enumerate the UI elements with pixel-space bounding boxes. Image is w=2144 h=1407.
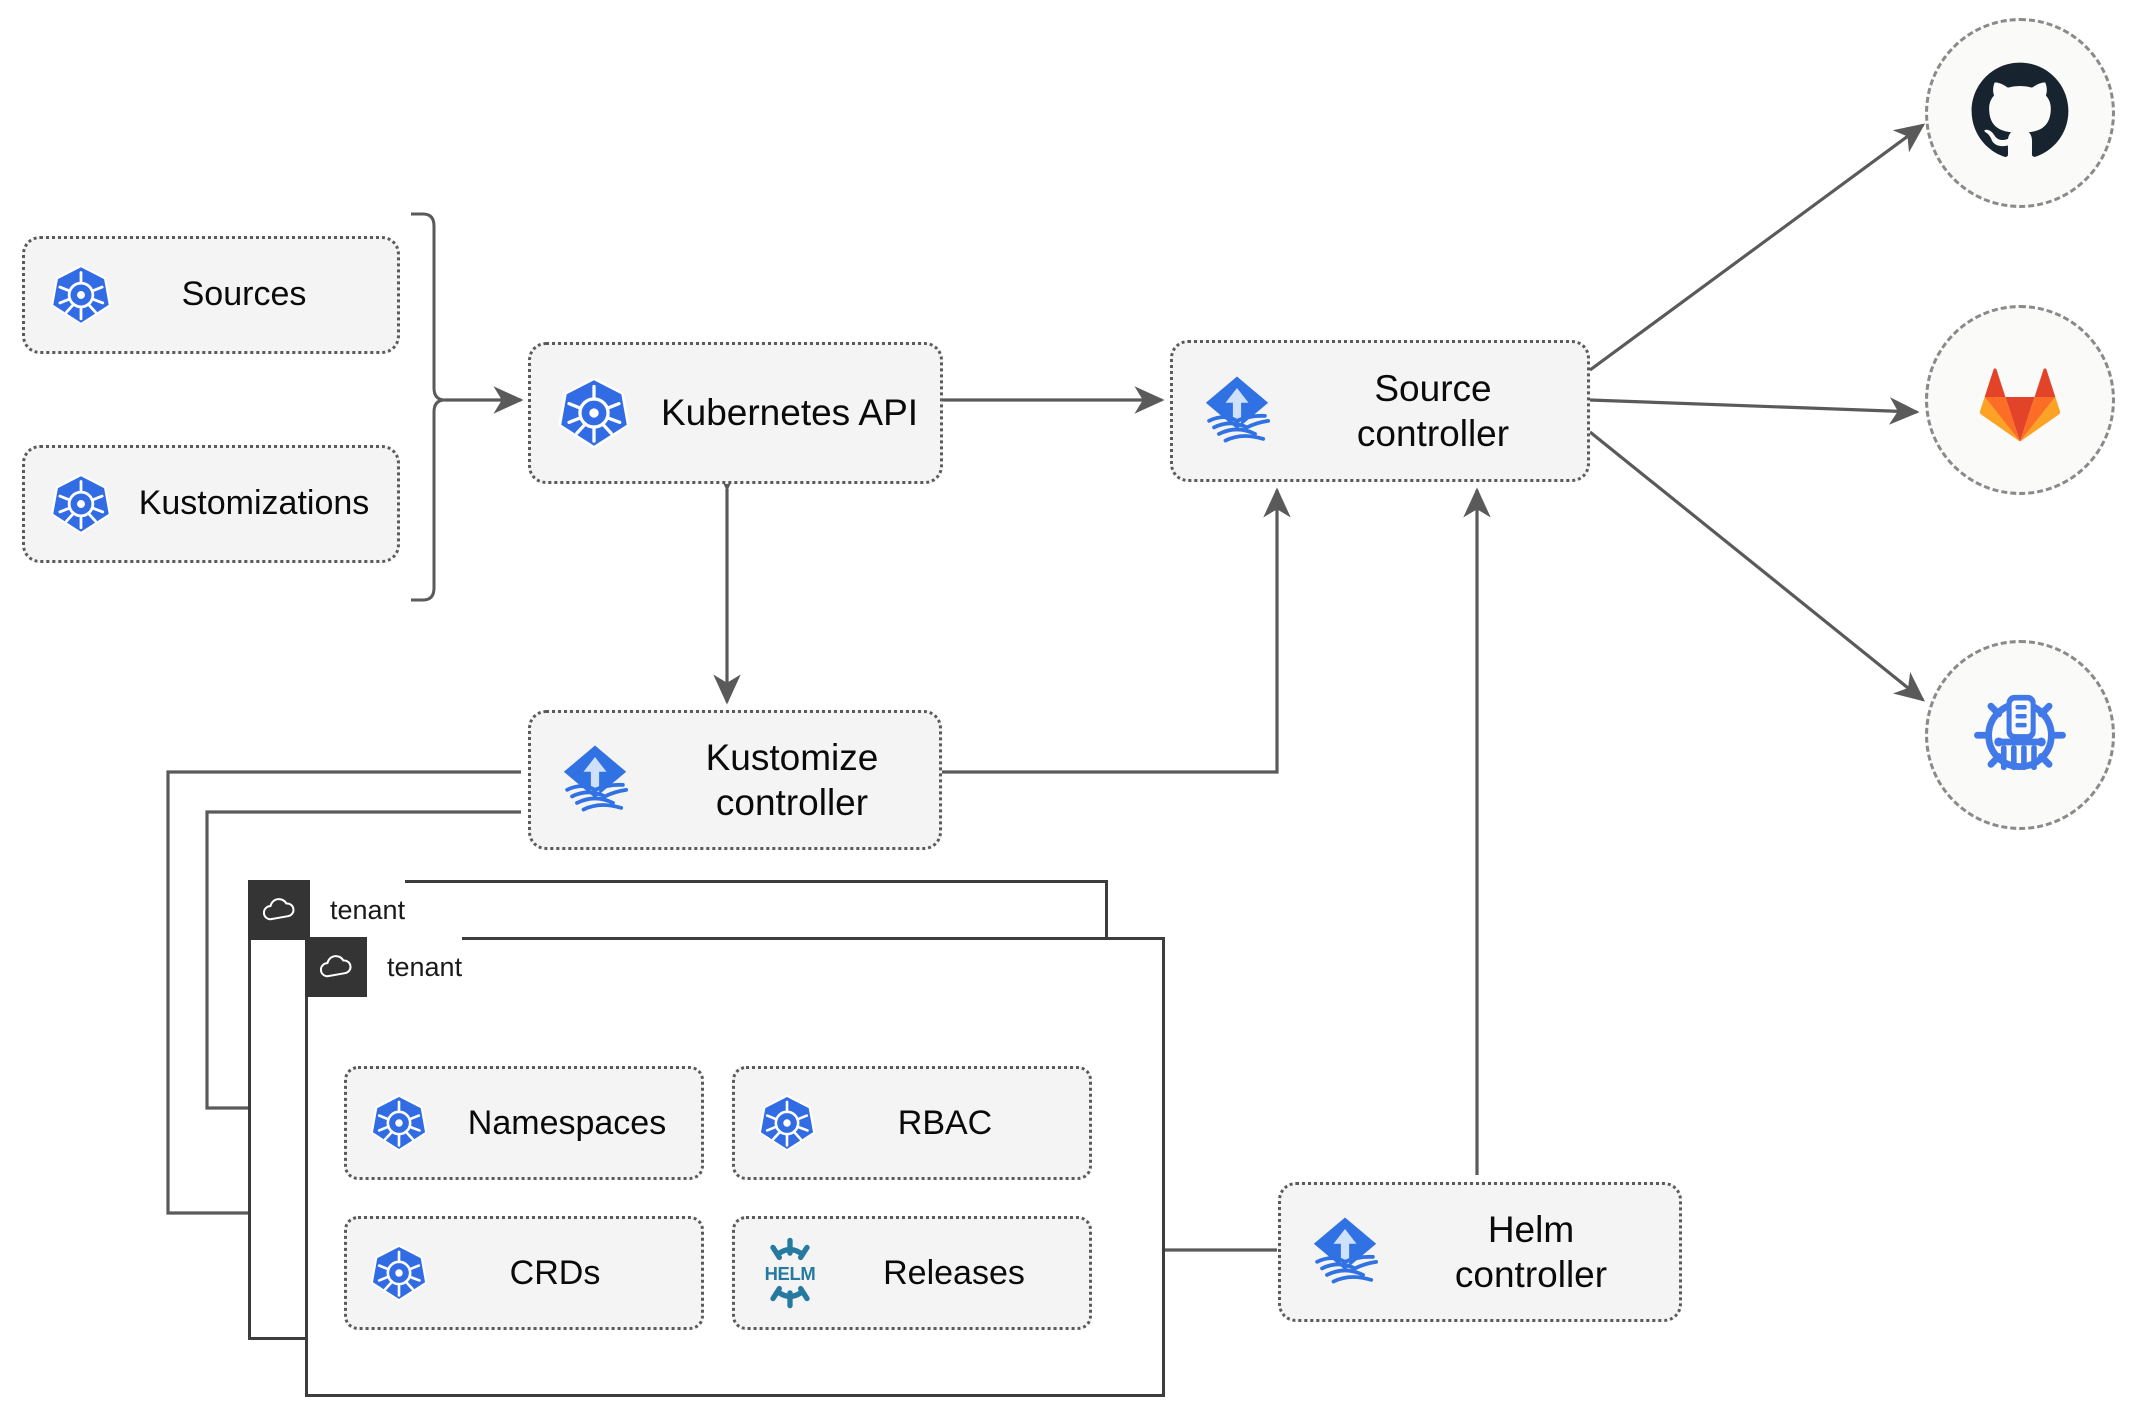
node-releases[interactable]: HELM Releases bbox=[732, 1216, 1092, 1330]
kubernetes-icon bbox=[531, 374, 657, 452]
node-sources-label: Sources bbox=[181, 275, 307, 314]
node-sources[interactable]: Sources bbox=[22, 236, 400, 354]
edge-source-to-registry bbox=[1588, 430, 1925, 702]
provider-github[interactable] bbox=[1925, 18, 2115, 208]
kubernetes-icon bbox=[25, 262, 137, 328]
flux-icon bbox=[1281, 1211, 1409, 1293]
node-kustomizations[interactable]: Kustomizations bbox=[22, 445, 400, 563]
tenant-window-front[interactable]: tenant bbox=[305, 937, 1165, 1397]
kubernetes-icon bbox=[25, 471, 137, 537]
node-namespaces[interactable]: Namespaces bbox=[344, 1066, 704, 1180]
edge-source-to-gitlab bbox=[1589, 397, 1920, 425]
kubernetes-icon bbox=[347, 1092, 451, 1154]
edge-source-to-github bbox=[1589, 123, 1926, 372]
kubernetes-icon bbox=[735, 1092, 839, 1154]
node-kustomize-controller-label: Kustomize controller bbox=[705, 736, 879, 823]
kubernetes-icon bbox=[347, 1242, 451, 1304]
node-helm-controller[interactable]: Helm controller bbox=[1278, 1182, 1682, 1322]
inputs-bracket bbox=[411, 212, 446, 602]
tenant-front-label: tenant bbox=[387, 951, 463, 982]
node-kustomize-controller[interactable]: Kustomize controller bbox=[528, 710, 942, 850]
node-crds[interactable]: CRDs bbox=[344, 1216, 704, 1330]
gitlab-icon bbox=[1968, 346, 2072, 455]
edge-kustomize-to-source bbox=[938, 487, 1291, 774]
node-kubernetes-api-label: Kubernetes API bbox=[660, 392, 919, 434]
cloud-icon bbox=[305, 937, 367, 997]
container-registry-icon bbox=[1964, 677, 2076, 794]
provider-gitlab[interactable] bbox=[1925, 305, 2115, 495]
tenant-back-label: tenant bbox=[330, 894, 406, 925]
node-crds-label: CRDs bbox=[509, 1253, 601, 1292]
node-kustomizations-label: Kustomizations bbox=[138, 484, 370, 523]
flux-icon bbox=[531, 739, 659, 821]
github-icon bbox=[1965, 56, 2075, 171]
tenant-front-titlebar: tenant bbox=[305, 937, 463, 997]
node-kubernetes-api[interactable]: Kubernetes API bbox=[528, 342, 943, 484]
node-source-controller-label: Source controller bbox=[1356, 367, 1510, 454]
provider-container-registry[interactable] bbox=[1925, 640, 2115, 830]
node-rbac-label: RBAC bbox=[897, 1103, 993, 1142]
node-helm-controller-label: Helm controller bbox=[1454, 1208, 1608, 1295]
helm-icon: HELM bbox=[735, 1237, 845, 1309]
cloud-icon bbox=[248, 880, 310, 940]
node-rbac[interactable]: RBAC bbox=[732, 1066, 1092, 1180]
node-namespaces-label: Namespaces bbox=[467, 1103, 667, 1142]
tenant-back-titlebar: tenant bbox=[248, 880, 406, 940]
flux-icon bbox=[1173, 370, 1301, 452]
node-source-controller[interactable]: Source controller bbox=[1170, 340, 1590, 482]
node-releases-label: Releases bbox=[883, 1253, 1025, 1292]
svg-text:HELM: HELM bbox=[765, 1263, 816, 1284]
